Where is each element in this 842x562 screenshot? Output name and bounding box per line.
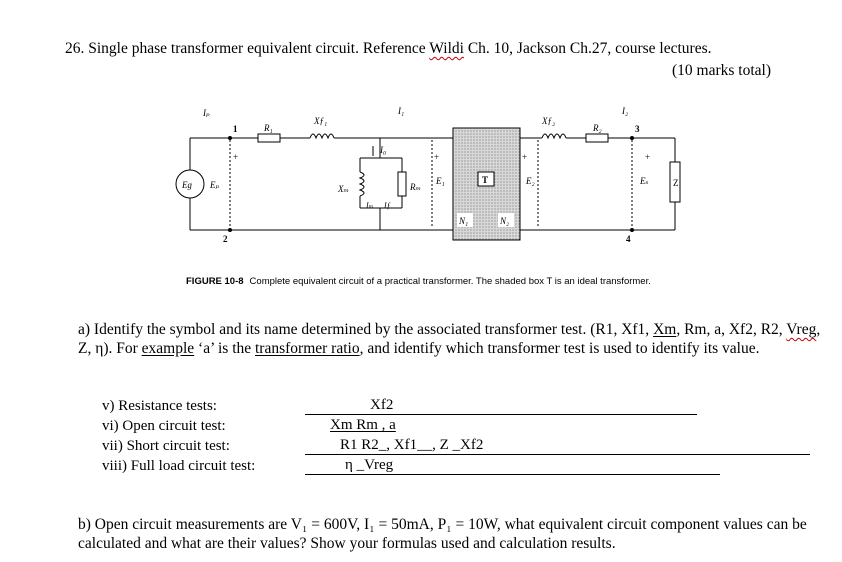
label-r1: R₁ [263,123,273,133]
xf1-inductor [309,133,335,140]
node-2: 2 [223,234,228,244]
label-xf1: Xƒ₁ [313,116,327,126]
label-n1: N₁ [458,216,468,226]
question-title: 26. Single phase transformer equivalent … [65,40,711,58]
ratio-phrase: transformer ratio [255,340,360,357]
part-a-text: a) Identify the symbol and its name dete… [78,321,821,357]
rm-resistor [397,171,407,197]
xm-word: Xm [653,321,677,338]
label-xf2: Xƒ₂ [541,116,555,126]
label-es: Eₛ [639,176,649,186]
part-b-text: b) Open circuit measurements are V₁ = 60… [78,516,807,552]
answer-line-v[interactable] [305,414,697,415]
figure-caption: FIGURE 10-8 Complete equivalent circuit o… [186,276,651,287]
answer-line-viii[interactable] [305,474,720,475]
plus-e1: + [434,152,439,162]
label-ep: Eₚ [209,180,219,190]
label-e2: E₂ [525,176,535,186]
answer-vii: R1 R2_, Xf1__, Z _Xf2 [340,437,484,453]
xm-inductor [358,171,365,197]
label-ip: Iₚ [202,108,210,118]
label-r2: R₂ [592,123,602,133]
plus-es: + [645,152,650,162]
label-if: Iƒ [383,201,391,210]
test-label-v: v) Resistance tests: [102,398,217,414]
label-eg: Eɡ [181,180,192,190]
label-z: Z [673,178,679,188]
question-title-pre: Single phase transformer equivalent circ… [88,40,430,57]
label-rm: Rₘ [409,182,421,192]
xf2-inductor [541,133,567,140]
label-io: I₀ [379,145,386,155]
figure-caption-text: Complete equivalent circuit of a practic… [249,276,651,287]
marks-total: (10 marks total) [672,62,772,79]
answer-vi: Xm Rm , a [330,417,396,433]
label-t: T [482,175,488,185]
answer-viii: η _Vreg [345,457,394,473]
label-xm: Xₘ [337,184,349,194]
node-4: 4 [626,234,631,244]
label-i1: I₁ [397,106,404,116]
label-im: Iₘ [365,201,374,210]
question-title-post: Ch. 10, Jackson Ch.27, course lectures. [463,40,712,57]
figure-caption-label: FIGURE 10-8 [186,276,244,287]
plus-ep: + [233,152,238,162]
example-word: example [141,340,195,357]
answer-v: Xf2 [370,397,394,413]
plus-e2: + [522,152,527,162]
node-3: 3 [635,124,640,134]
label-e1: E₁ [435,176,445,186]
label-i2: I₂ [621,106,628,116]
answer-line-vii[interactable] [305,454,810,455]
node-1: 1 [233,124,238,134]
transformer-equivalent-circuit: Iₚ R₁ Xƒ₁ I₁ I₀ Xƒ₂ R₂ I₂ Eɡ Eₚ E₁ E₂ Eₛ… [175,106,681,244]
wildi-word: Wildi [429,40,464,57]
r2-resistor [585,133,609,143]
test-label-viii: viii) Full load circuit test: [102,458,256,474]
label-n2: N₂ [499,216,509,226]
question-number: 26. [65,40,85,57]
r1-resistor [257,133,281,143]
test-label-vi: vi) Open circuit test: [102,418,226,434]
test-label-vii: vii) Short circuit test: [102,438,230,454]
vreg-word: Vreg [786,321,817,338]
